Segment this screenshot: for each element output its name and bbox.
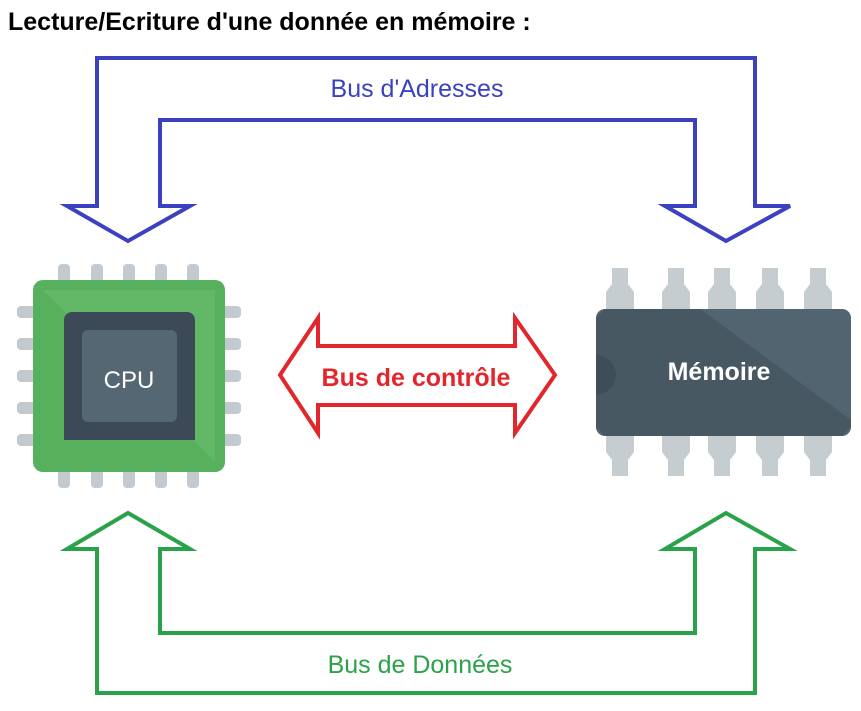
data-bus-arrow	[59, 510, 798, 695]
memory-pin	[756, 268, 784, 312]
cpu-label: CPU	[104, 367, 155, 394]
data-bus-label: Bus de Données	[328, 651, 513, 679]
memory-pin	[708, 268, 736, 312]
memory-pin	[606, 268, 634, 312]
address-bus-arrow	[59, 56, 791, 244]
memory-pin	[756, 432, 784, 476]
memory-label: Mémoire	[668, 358, 771, 386]
memory-pin	[662, 432, 690, 476]
memory-pin	[804, 268, 832, 312]
memory-pin	[708, 432, 736, 476]
memory-chip-icon: Mémoire	[596, 268, 851, 476]
memory-pin	[804, 432, 832, 476]
control-bus-label: Bus de contrôle	[322, 364, 511, 392]
memory-pin	[662, 268, 690, 312]
cpu-chip-icon: CPU	[17, 264, 241, 488]
control-bus-arrow	[277, 311, 558, 440]
page-title: Lecture/Ecriture d'une donnée en mémoire…	[8, 8, 531, 36]
memory-pin	[606, 432, 634, 476]
address-bus-label: Bus d'Adresses	[331, 75, 504, 103]
